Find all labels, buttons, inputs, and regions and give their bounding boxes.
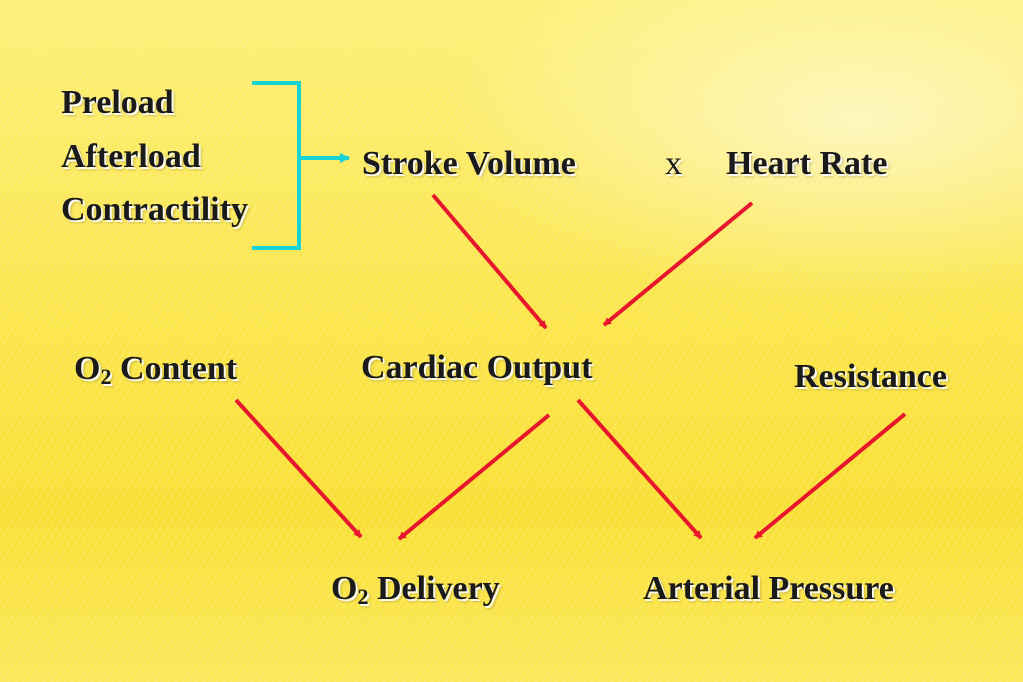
label-times-symbol: x (665, 145, 682, 182)
label-preload: Preload (61, 84, 174, 121)
label-arterial-pressure: Arterial Pressure (643, 570, 894, 607)
arrow-stroke-volume-to-cardiac-output (431, 193, 548, 330)
o2-prefix: O (74, 350, 101, 387)
o2-subscript: 2 (357, 584, 369, 609)
bracket-determinants (252, 81, 301, 250)
label-stroke-volume: Stroke Volume (362, 145, 576, 182)
label-resistance: Resistance (794, 358, 947, 395)
o2-subscript: 2 (100, 364, 112, 389)
label-afterload: Afterload (61, 138, 201, 175)
arrow-o2-content-to-o2-delivery (234, 398, 363, 539)
arrow-heart-rate-to-cardiac-output (602, 201, 754, 327)
arrow-cardiac-output-to-arterial-pressure (576, 398, 703, 540)
o2-prefix: O (331, 570, 358, 607)
arrow-resistance-to-arterial-pressure (753, 412, 907, 540)
label-contractility: Contractility (61, 191, 248, 228)
o2-content-text: Content (119, 350, 238, 387)
label-heart-rate: Heart Rate (726, 145, 888, 182)
label-cardiac-output: Cardiac Output (361, 349, 593, 386)
label-o2-delivery: O2 Delivery (331, 572, 500, 608)
o2-delivery-text: Delivery (376, 570, 500, 607)
arrow-cardiac-output-to-o2-delivery (397, 413, 551, 541)
label-o2-content: O2 Content (74, 352, 237, 388)
